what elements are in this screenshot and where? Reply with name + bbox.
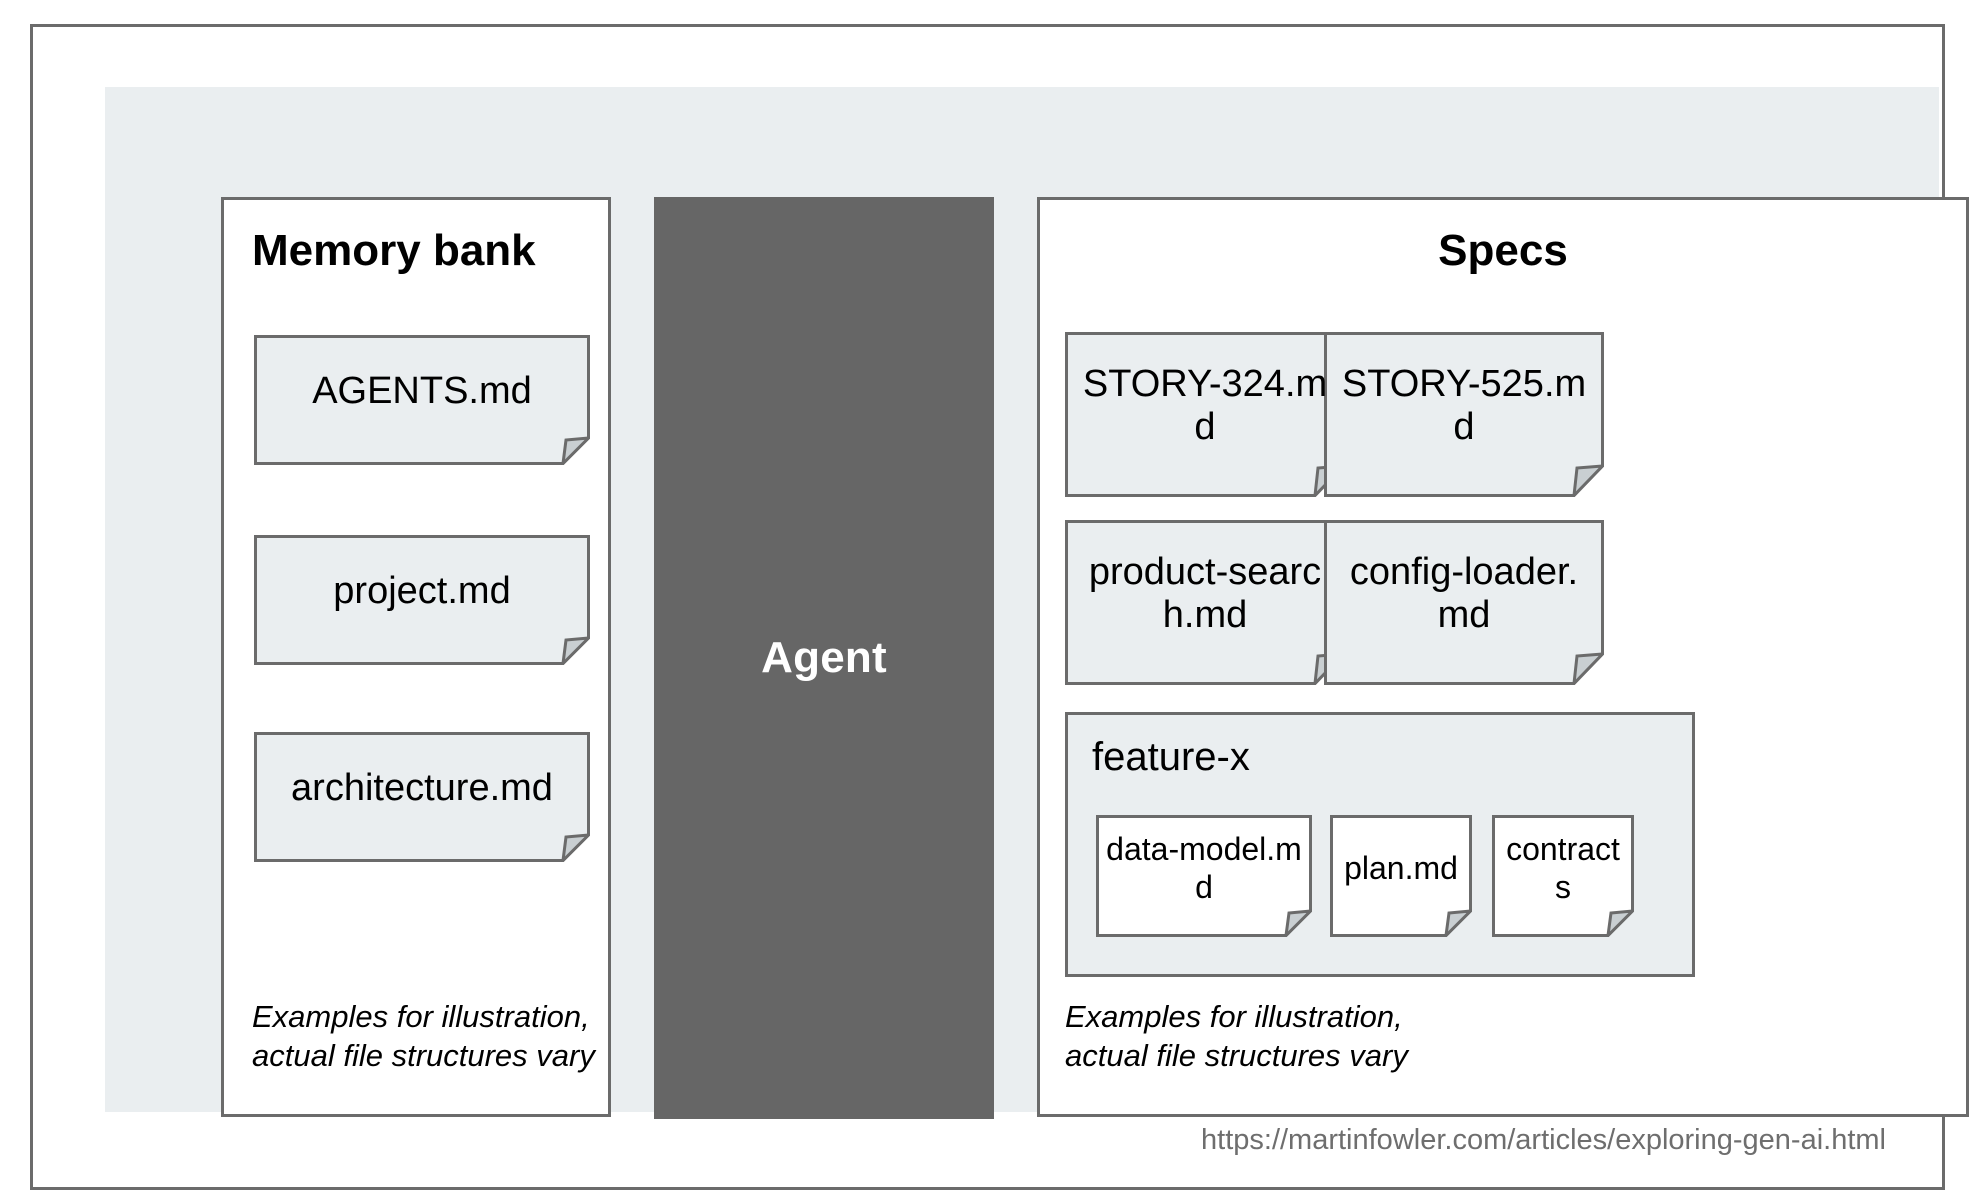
specs-group-feature-x: feature-x data-model.md plan.	[1065, 712, 1695, 977]
file-card-project-md[interactable]: project.md	[254, 535, 590, 665]
file-card-product-search-md[interactable]: product-search.md	[1065, 520, 1345, 685]
file-card-label: project.md	[333, 569, 511, 612]
memory-bank-caption: Examples for illustration, actual file s…	[252, 998, 595, 1074]
file-card-plan-md[interactable]: plan.md	[1330, 815, 1472, 937]
file-card-label: STORY-324.md	[1082, 362, 1328, 448]
file-card-label: STORY-525.md	[1341, 362, 1587, 448]
file-card-agents-md[interactable]: AGENTS.md	[254, 335, 590, 465]
file-card-label: architecture.md	[291, 766, 553, 809]
file-card-label: AGENTS.md	[312, 369, 532, 412]
memory-bank-panel: Memory bank AGENTS.md project.md	[221, 197, 611, 1117]
agent-box[interactable]: Agent	[654, 197, 994, 1119]
specs-caption: Examples for illustration, actual file s…	[1065, 998, 1408, 1074]
diagram-canvas: Memory bank AGENTS.md project.md	[105, 87, 1969, 1119]
file-card-data-model-md[interactable]: data-model.md	[1096, 815, 1312, 937]
file-card-architecture-md[interactable]: architecture.md	[254, 732, 590, 862]
file-card-label: contracts	[1506, 830, 1620, 905]
source-url: https://martinfowler.com/articles/explor…	[1201, 1124, 1886, 1156]
file-card-config-loader-md[interactable]: config-loader.md	[1324, 520, 1604, 685]
specs-title: Specs	[1438, 226, 1568, 275]
file-card-contracts[interactable]: contracts	[1492, 815, 1634, 937]
agent-label: Agent	[761, 633, 887, 682]
file-card-story-525-md[interactable]: STORY-525.md	[1324, 332, 1604, 497]
file-card-label: plan.md	[1344, 849, 1458, 886]
outer-frame: Memory bank AGENTS.md project.md	[30, 24, 1969, 1190]
file-card-story-324-md[interactable]: STORY-324.md	[1065, 332, 1345, 497]
file-card-label: config-loader.md	[1349, 550, 1579, 636]
file-card-label: data-model.md	[1106, 830, 1302, 905]
file-card-label: product-search.md	[1088, 550, 1322, 636]
memory-bank-title: Memory bank	[252, 226, 536, 275]
feature-x-label: feature-x	[1092, 735, 1250, 779]
specs-panel: Specs STORY-324.md STORY-525.md	[1037, 197, 1969, 1117]
